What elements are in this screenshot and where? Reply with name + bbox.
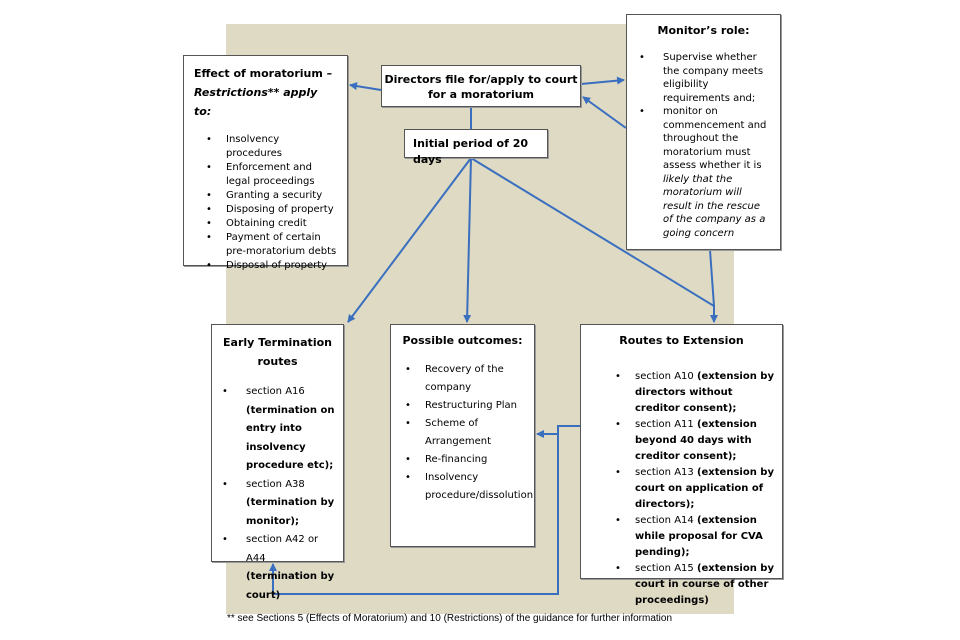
section-ref: section A42 or A44 bbox=[246, 534, 319, 564]
directors-file-box: Directors file for/apply to court for a … bbox=[381, 65, 581, 107]
list-item: Recovery of the company bbox=[397, 361, 528, 397]
section-detail: (extension by court in course of other p… bbox=[635, 563, 774, 606]
effect-list: Insolvency procedures Enforcement and le… bbox=[194, 133, 337, 273]
section-ref: section A11 bbox=[635, 419, 694, 430]
list-item: Insolvency procedure/dissolution bbox=[397, 469, 533, 505]
footnote: ** see Sections 5 (Effects of Moratorium… bbox=[227, 613, 673, 624]
monitor-title: Monitor’s role: bbox=[657, 24, 750, 37]
monitor-list: Supervise whether the company meets elig… bbox=[637, 51, 770, 240]
monitor-role-box: Monitor’s role: Supervise whether the co… bbox=[626, 14, 781, 250]
list-item: Enforcement and legal proceedings bbox=[202, 161, 337, 189]
section-ref: section A15 bbox=[635, 563, 694, 574]
effect-title: Effect of moratorium – bbox=[194, 67, 333, 80]
routes-list: section A10 (extension by directors with… bbox=[587, 369, 776, 609]
outcomes-list: Recovery of the company Restructuring Pl… bbox=[397, 361, 533, 505]
list-item: section A42 or A44 (termination by court… bbox=[218, 531, 337, 605]
list-item: section A13 (extension by court on appli… bbox=[587, 465, 776, 513]
list-item: Insolvency procedures bbox=[202, 133, 337, 161]
monitor-item-text: monitor on commencement and throughout t… bbox=[663, 106, 767, 171]
list-item: Re-financing bbox=[397, 451, 528, 469]
section-ref: section A16 bbox=[246, 386, 305, 397]
effect-of-moratorium-box: Effect of moratorium – Restrictions** ap… bbox=[183, 55, 348, 273]
list-item: Granting a security bbox=[202, 189, 337, 203]
section-ref: section A13 bbox=[635, 467, 694, 478]
section-detail: (termination on entry into insolvency pr… bbox=[246, 404, 335, 472]
section-ref: section A38 bbox=[246, 478, 305, 490]
early-termination-box: Early Termination routes section A16 (te… bbox=[211, 324, 344, 601]
list-item: section A16 (termination on entry into i… bbox=[218, 383, 337, 476]
list-item: section A38 (termination by monitor); bbox=[218, 476, 337, 532]
list-item: Disposal of property bbox=[202, 259, 337, 273]
routes-title: Routes to Extension bbox=[619, 334, 744, 347]
list-item: Disposing of property bbox=[202, 203, 337, 217]
section-detail: (termination by court) bbox=[246, 571, 335, 601]
section-detail: (termination by monitor); bbox=[246, 497, 335, 527]
list-item: section A11 (extension beyond 40 days wi… bbox=[587, 417, 776, 465]
section-ref: section A14 bbox=[635, 515, 694, 526]
directors-title: Directors file for/apply to court for a … bbox=[384, 73, 578, 101]
monitor-item-text: Supervise whether the company meets elig… bbox=[663, 52, 764, 104]
list-item: section A15 (extension by court in cours… bbox=[587, 561, 776, 609]
effect-subtitle: Restrictions** apply to: bbox=[194, 86, 318, 118]
list-item: section A14 (extension while proposal fo… bbox=[587, 513, 776, 561]
list-item: Supervise whether the company meets elig… bbox=[637, 51, 770, 105]
list-item: section A10 (extension by directors with… bbox=[587, 369, 776, 417]
section-detail: (extension while proposal for CVA pendin… bbox=[635, 515, 763, 558]
list-item: Scheme of Arrangement bbox=[397, 415, 528, 451]
routes-to-extension-box: Routes to Extension section A10 (extensi… bbox=[580, 324, 783, 606]
initial-title: Initial period of 20 days bbox=[413, 137, 529, 166]
list-item: Restructuring Plan bbox=[397, 397, 528, 415]
section-ref: section A10 bbox=[635, 371, 694, 382]
list-item: Payment of certain pre-moratorium debts bbox=[202, 231, 337, 259]
section-detail: (extension beyond 40 days with creditor … bbox=[635, 419, 757, 462]
early-title: Early Termination routes bbox=[223, 336, 332, 368]
list-item: monitor on commencement and throughout t… bbox=[637, 105, 770, 240]
possible-outcomes-box: Possible outcomes: Recovery of the compa… bbox=[390, 324, 535, 547]
section-detail: (extension by court on application of di… bbox=[635, 467, 774, 510]
monitor-item-italic: likely that the moratorium will result i… bbox=[663, 173, 766, 239]
initial-period-box: Initial period of 20 days bbox=[404, 129, 548, 166]
outcomes-title: Possible outcomes: bbox=[402, 334, 523, 347]
early-list: section A16 (termination on entry into i… bbox=[218, 383, 337, 605]
section-detail: (extension by directors without creditor… bbox=[635, 371, 774, 414]
list-item: Obtaining credit bbox=[202, 217, 337, 231]
